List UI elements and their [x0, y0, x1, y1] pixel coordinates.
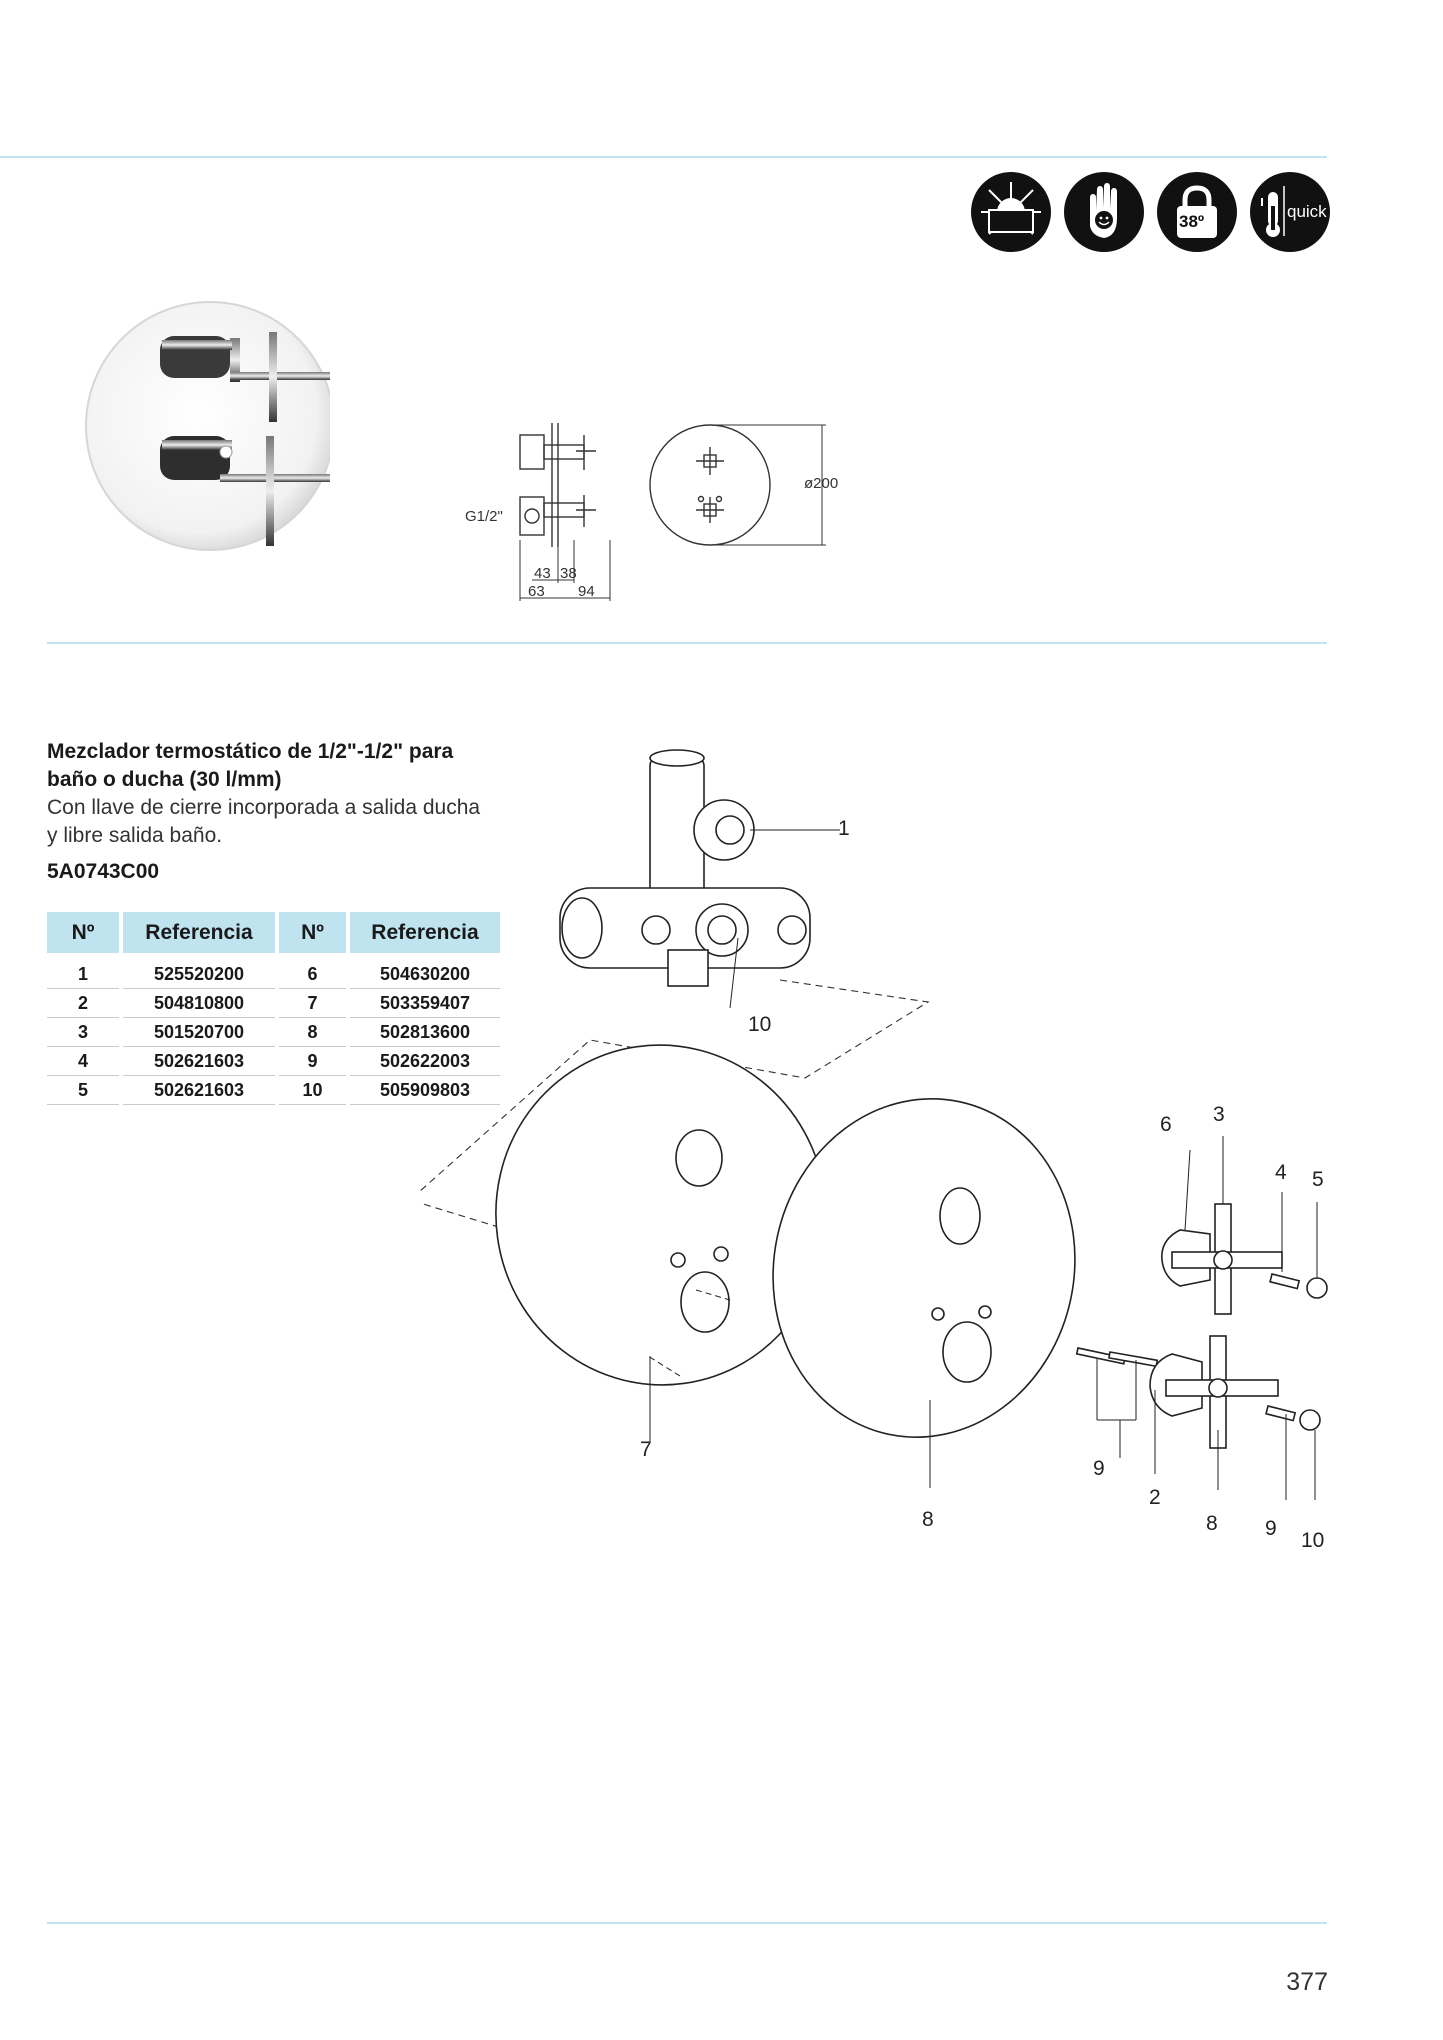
parts-table: Nº Referencia Nº Referencia 1 525520200 … [43, 912, 504, 1105]
callout-5: 5 [1312, 1168, 1324, 1191]
cell: 10 [279, 1076, 346, 1105]
cell: 2 [47, 989, 119, 1018]
dim-63: 63 [528, 583, 545, 600]
table-row: 2 504810800 7 503359407 [47, 989, 500, 1018]
cell: 525520200 [123, 953, 275, 989]
col-header-number-2: Nº [279, 912, 346, 953]
quick-thermometer-icon: quick [1250, 172, 1330, 252]
cell: 8 [279, 1018, 346, 1047]
cell: 504810800 [123, 989, 275, 1018]
cell: 502621603 [123, 1076, 275, 1105]
temperature-lock-icon: 38º [1157, 172, 1237, 252]
top-rule [0, 156, 1327, 158]
product-title: Mezclador termostático de 1/2"-1/2" para… [47, 740, 454, 791]
product-photo [85, 301, 330, 551]
callout-2: 2 [1149, 1486, 1161, 1509]
cell: 6 [279, 953, 346, 989]
upper-handle [160, 332, 330, 422]
bottom-rule [47, 1922, 1327, 1924]
sun-pressure-icon [971, 172, 1051, 252]
cell: 501520700 [123, 1018, 275, 1047]
callout-8-b: 8 [1206, 1512, 1218, 1535]
callout-4: 4 [1275, 1161, 1287, 1184]
cell: 5 [47, 1076, 119, 1105]
table-row: 4 502621603 9 502622003 [47, 1047, 500, 1076]
cell: 9 [279, 1047, 346, 1076]
dim-38: 38 [560, 565, 577, 582]
col-header-reference: Referencia [123, 912, 275, 953]
page-number: 377 [1286, 1968, 1328, 1996]
cell: 4 [47, 1047, 119, 1076]
table-row: 3 501520700 8 502813600 [47, 1018, 500, 1047]
dim-94: 94 [578, 583, 595, 600]
callout-9: 9 [1093, 1457, 1105, 1480]
lock-temp-label: 38º [1179, 212, 1205, 231]
callout-7: 7 [640, 1438, 652, 1461]
mid-rule [47, 642, 1327, 644]
product-code: 5A0743C00 [47, 860, 160, 883]
quick-label: quick [1287, 202, 1327, 221]
lower-handle [160, 436, 330, 546]
col-header-number: Nº [47, 912, 119, 953]
callout-10: 10 [748, 1013, 772, 1036]
thread-label: G1/2" [465, 508, 503, 525]
callout-9-b: 9 [1265, 1517, 1277, 1540]
col-header-reference-2: Referencia [350, 912, 500, 953]
cell: 3 [47, 1018, 119, 1047]
table-row: 1 525520200 6 504630200 [47, 953, 500, 989]
cell: 502813600 [350, 1018, 500, 1047]
exploded-diagram [420, 749, 1328, 1500]
cell: 502621603 [123, 1047, 275, 1076]
callout-8: 8 [922, 1508, 934, 1531]
diameter-label: ø200 [804, 475, 838, 492]
cell: 502622003 [350, 1047, 500, 1076]
product-description: Con llave de cierre incorporada a salida… [47, 796, 481, 847]
dim-43: 43 [534, 565, 551, 582]
cell: 505909803 [350, 1076, 500, 1105]
hand-safety-icon [1064, 172, 1144, 252]
callout-10-b: 10 [1301, 1529, 1325, 1552]
table-row: 5 502621603 10 505909803 [47, 1076, 500, 1105]
cell: 1 [47, 953, 119, 989]
callout-6: 6 [1160, 1113, 1172, 1136]
cell: 504630200 [350, 953, 500, 989]
callout-1: 1 [838, 817, 850, 840]
cell: 7 [279, 989, 346, 1018]
callout-3: 3 [1213, 1103, 1225, 1126]
dimension-drawing: G1/2" 43 38 63 94 ø200 [465, 423, 838, 601]
cell: 503359407 [350, 989, 500, 1018]
